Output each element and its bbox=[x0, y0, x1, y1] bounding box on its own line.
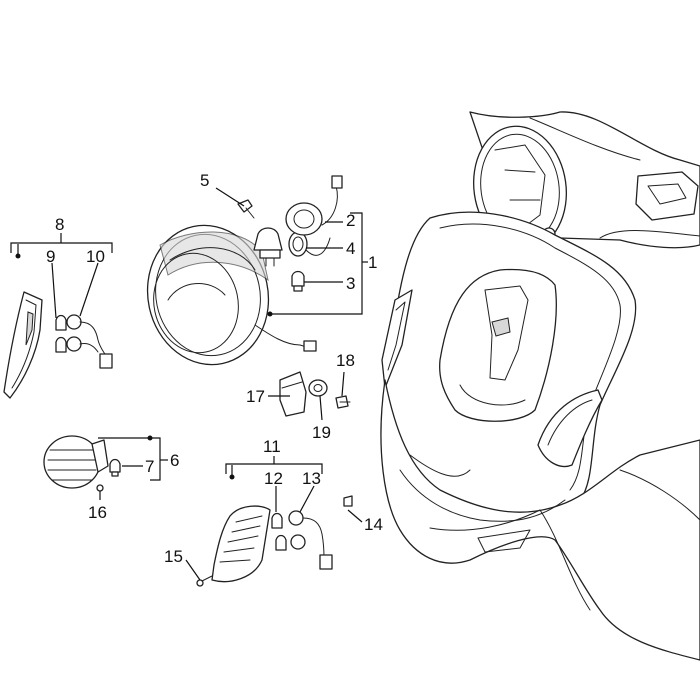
callout-15: 15 bbox=[164, 547, 183, 566]
callout-9: 9 bbox=[46, 247, 55, 266]
callout-5: 5 bbox=[200, 171, 209, 190]
callout-16: 16 bbox=[88, 503, 107, 522]
callout-1: 1 bbox=[368, 253, 377, 272]
callout-6: 6 bbox=[170, 451, 179, 470]
leader-lines bbox=[10, 187, 368, 581]
callout-8: 8 bbox=[55, 215, 64, 234]
left-indicator-assembly bbox=[3, 291, 113, 399]
callout-17: 17 bbox=[246, 387, 265, 406]
side-lamp-assembly bbox=[43, 435, 121, 492]
callout-19: 19 bbox=[312, 423, 331, 442]
right-indicator-assembly bbox=[196, 495, 353, 587]
callout-labels: 1 2 3 4 5 6 7 8 9 10 11 12 13 14 15 16 1… bbox=[46, 171, 383, 566]
callout-13: 13 bbox=[302, 469, 321, 488]
callout-14: 14 bbox=[364, 515, 383, 534]
bracket-assembly bbox=[279, 371, 351, 417]
callout-3: 3 bbox=[346, 274, 355, 293]
callout-4: 4 bbox=[346, 239, 355, 258]
callout-18: 18 bbox=[336, 351, 355, 370]
callout-12: 12 bbox=[264, 469, 283, 488]
callout-11: 11 bbox=[263, 437, 281, 456]
callout-10: 10 bbox=[86, 247, 105, 266]
headlight-assembly bbox=[146, 175, 343, 366]
front-shield-assembly bbox=[380, 111, 700, 661]
callout-7: 7 bbox=[145, 457, 154, 476]
callout-2: 2 bbox=[346, 211, 355, 230]
